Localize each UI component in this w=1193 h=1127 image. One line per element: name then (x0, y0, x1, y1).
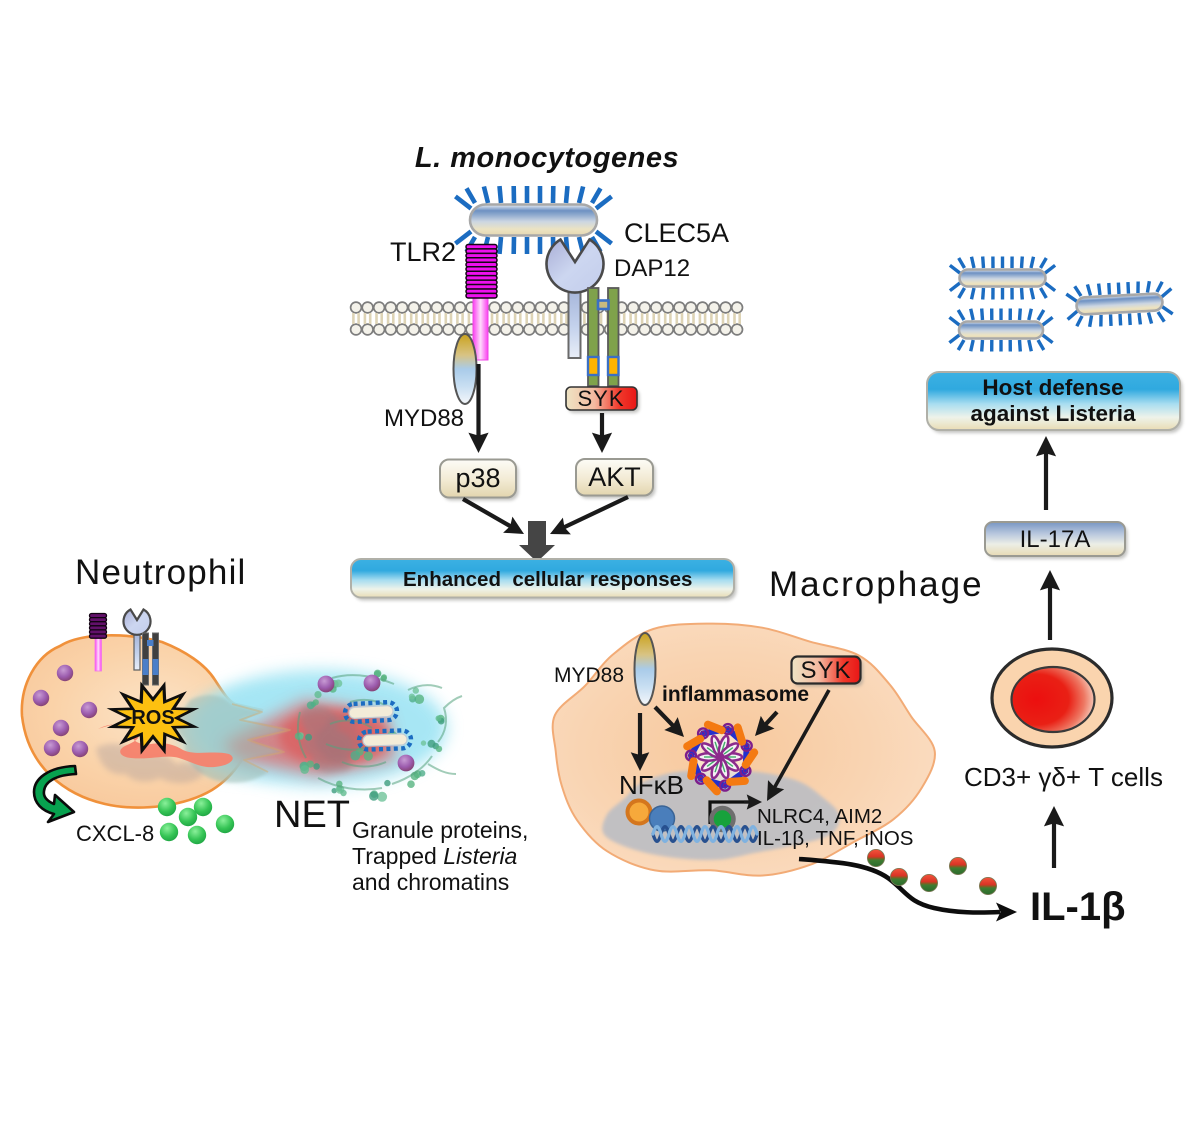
svg-text:Host defense: Host defense (982, 375, 1123, 400)
svg-text:NET: NET (274, 794, 350, 836)
svg-text:NFκB: NFκB (619, 770, 684, 800)
svg-text:Macrophage: Macrophage (769, 565, 984, 604)
svg-text:Neutrophil: Neutrophil (75, 553, 247, 592)
svg-text:MYD88: MYD88 (384, 405, 464, 432)
svg-text:L. monocytogenes: L. monocytogenes (415, 142, 679, 174)
svg-text:NLRC4, AIM2: NLRC4, AIM2 (757, 805, 882, 828)
svg-text:SYK: SYK (577, 386, 624, 411)
svg-text:Granule proteins,: Granule proteins, (352, 817, 528, 843)
svg-text:AKT: AKT (588, 462, 641, 492)
svg-text:CLEC5A: CLEC5A (624, 218, 729, 248)
svg-text:CXCL-8: CXCL-8 (76, 821, 154, 846)
svg-text:IL-1β, TNF, iNOS: IL-1β, TNF, iNOS (757, 827, 913, 850)
svg-text:IL-1β: IL-1β (1030, 885, 1126, 929)
svg-text:IL-17A: IL-17A (1020, 526, 1091, 553)
svg-text:SYK: SYK (800, 657, 851, 684)
svg-text:against Listeria: against Listeria (970, 401, 1136, 426)
svg-text:TLR2: TLR2 (390, 237, 456, 267)
svg-text:MYD88: MYD88 (554, 664, 624, 687)
svg-text:Enhanced cellular responses: Enhanced cellular responses (403, 568, 692, 591)
svg-text:CD3+ γδ+ T cells: CD3+ γδ+ T cells (964, 762, 1163, 792)
svg-text:Trapped Listeria: Trapped Listeria (352, 843, 517, 869)
svg-text:DAP12: DAP12 (614, 255, 690, 282)
svg-text:inflammasome: inflammasome (662, 683, 809, 706)
svg-text:and chromatins: and chromatins (352, 869, 509, 895)
svg-text:p38: p38 (455, 463, 500, 493)
svg-text:ROS: ROS (131, 707, 174, 729)
